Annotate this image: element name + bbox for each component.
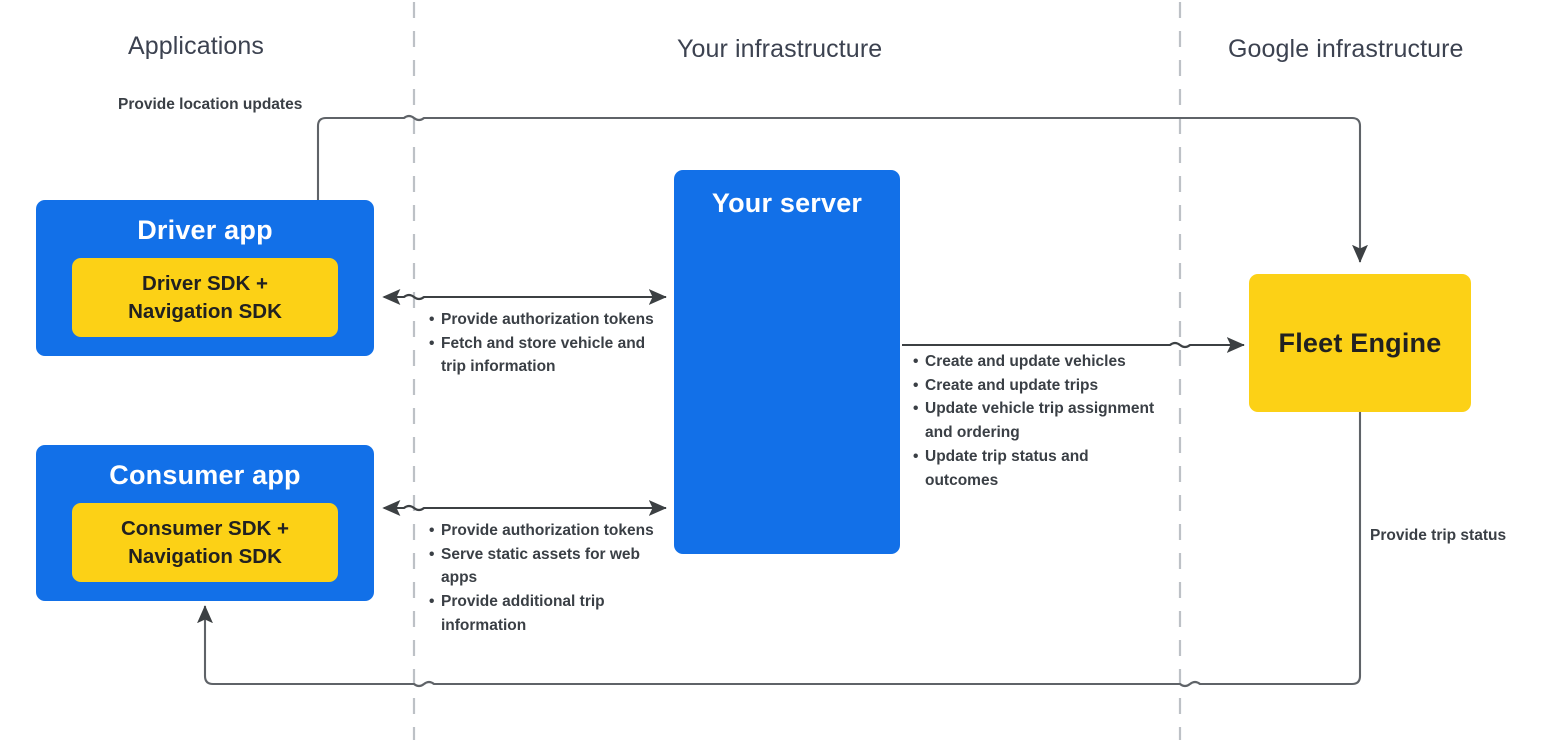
- driver-app-title: Driver app: [137, 215, 273, 245]
- node-your-server[interactable]: Your server: [674, 170, 900, 554]
- consumer-sdk-label: Consumer SDK + Navigation SDK: [120, 517, 290, 568]
- edge-label-location-updates: Provide location updates: [118, 96, 303, 113]
- node-driver-app[interactable]: Driver app Driver SDK + Navigation SDK: [36, 200, 374, 356]
- edge-consumer-server: [382, 500, 667, 516]
- node-driver-sdk[interactable]: Driver SDK + Navigation SDK: [72, 258, 338, 337]
- fleet-engine-title: Fleet Engine: [1278, 328, 1442, 358]
- bullets-driver-to-server: Provide authorization tokensFetch and st…: [429, 308, 657, 379]
- zone-header-applications: Applications: [128, 32, 265, 60]
- zone-header-google-infrastructure: Google infrastructure: [1228, 35, 1464, 63]
- bullet-item: Serve static assets for web apps: [429, 543, 657, 590]
- edge-driver-server: [382, 289, 667, 305]
- node-consumer-sdk[interactable]: Consumer SDK + Navigation SDK: [72, 503, 338, 582]
- edge-server-fleetengine: [902, 337, 1245, 353]
- bullets-server-to-fleet-engine: Create and update vehiclesCreate and upd…: [913, 350, 1163, 492]
- bullet-item: Update vehicle trip assignment and order…: [913, 397, 1163, 444]
- driver-sdk-label: Driver SDK + Navigation SDK: [128, 272, 282, 323]
- bullet-item: Update trip status and outcomes: [913, 445, 1163, 492]
- your-server-title: Your server: [711, 188, 863, 218]
- bullet-item: Provide authorization tokens: [429, 308, 657, 332]
- bullets-consumer-to-server: Provide authorization tokensServe static…: [429, 519, 657, 638]
- edge-label-trip-status: Provide trip status: [1370, 527, 1507, 544]
- node-consumer-app[interactable]: Consumer app Consumer SDK + Navigation S…: [36, 445, 374, 601]
- bullet-item: Create and update vehicles: [913, 350, 1163, 374]
- bullet-item: Create and update trips: [913, 374, 1163, 398]
- bullet-item: Provide authorization tokens: [429, 519, 657, 543]
- bullet-item: Provide additional trip information: [429, 590, 657, 637]
- node-fleet-engine[interactable]: Fleet Engine: [1249, 274, 1471, 412]
- zone-header-your-infrastructure: Your infrastructure: [677, 35, 883, 63]
- consumer-app-title: Consumer app: [109, 460, 301, 490]
- bullet-item: Fetch and store vehicle and trip informa…: [429, 332, 657, 379]
